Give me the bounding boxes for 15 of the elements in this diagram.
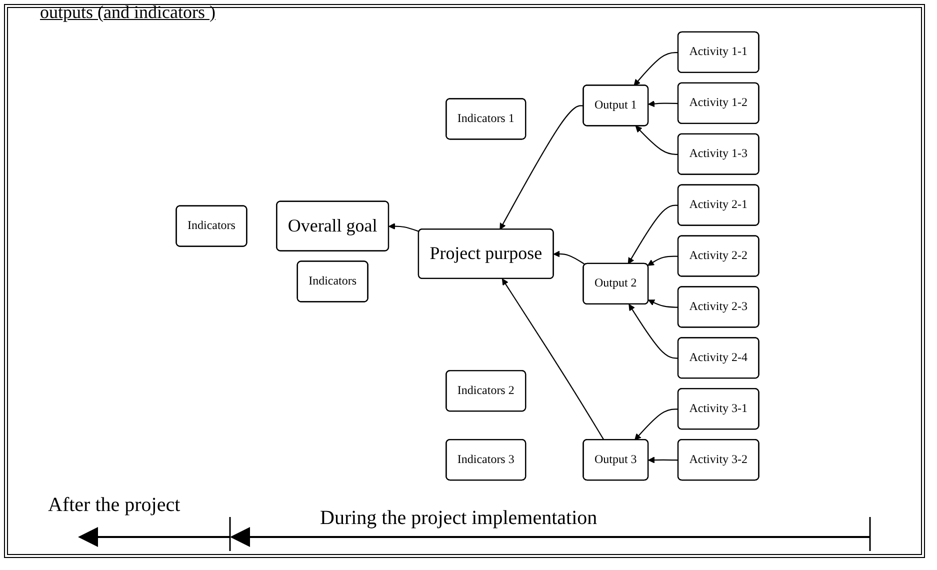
arrow xyxy=(628,304,678,359)
arrow xyxy=(553,250,586,266)
arrow xyxy=(648,300,678,308)
arrow xyxy=(648,456,678,464)
arrow xyxy=(635,126,678,156)
timeline-label: During the project implementation xyxy=(320,507,598,530)
arrow xyxy=(628,204,678,264)
arrow xyxy=(634,408,678,440)
timeline-label: After the project xyxy=(48,494,180,517)
arrow xyxy=(647,256,678,266)
arrow xyxy=(502,278,604,440)
arrow xyxy=(500,105,584,230)
arrow xyxy=(634,52,678,86)
arrow xyxy=(388,222,420,232)
arrow xyxy=(648,100,678,108)
